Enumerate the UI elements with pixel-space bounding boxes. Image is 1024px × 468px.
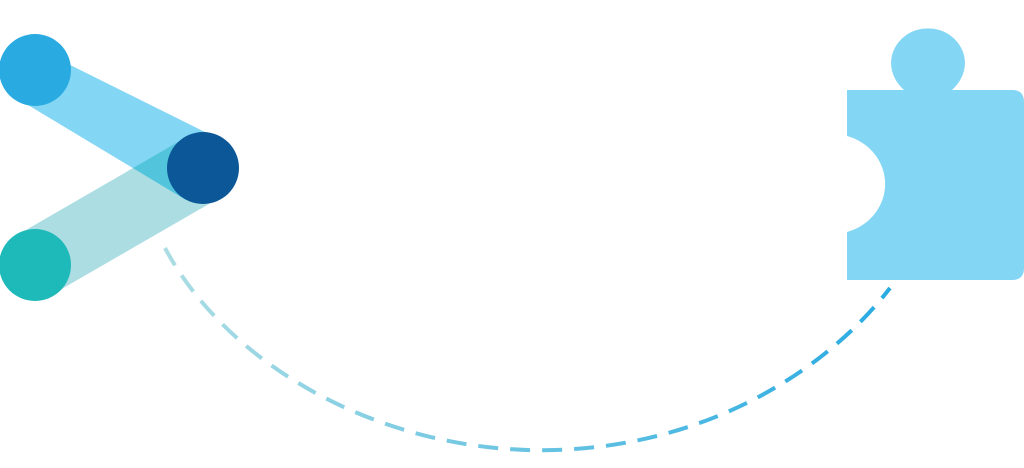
chevron-tip-node (167, 132, 239, 204)
puzzle-piece-body (847, 28, 1024, 281)
puzzle-piece-icon (847, 28, 1024, 281)
chevron-right-logo-icon (0, 34, 239, 301)
chevron-bottom-node (0, 229, 71, 301)
chevron-top-node (0, 34, 71, 106)
dashed-curve-connector (163, 247, 892, 453)
